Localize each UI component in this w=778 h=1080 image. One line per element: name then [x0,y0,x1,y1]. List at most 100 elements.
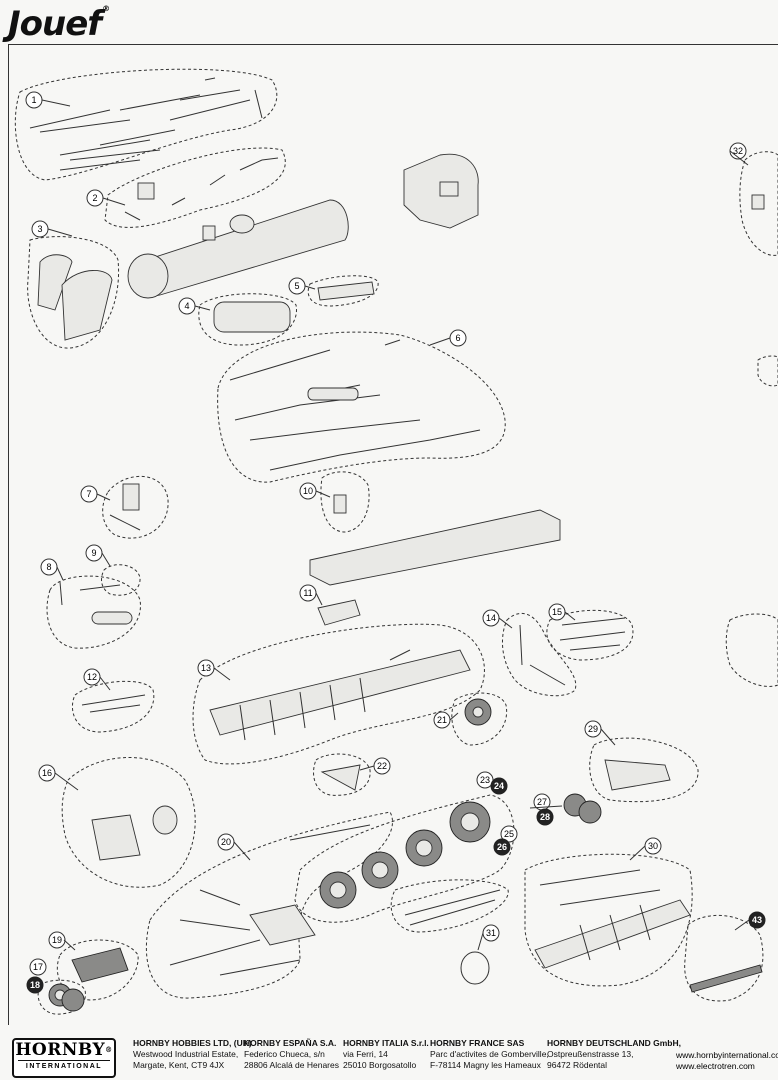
steam-dome [229,214,255,234]
group-8 [46,575,141,649]
group-21 [451,692,508,746]
svg-text:6: 6 [455,333,460,343]
callout-29: 29 [584,720,602,738]
callout-4: 4 [178,297,196,315]
footer: HORNBY® INTERNATIONAL HORNBY HOBBIES LTD… [0,1030,778,1080]
svg-text:17: 17 [33,962,43,972]
callout-11: 11 [299,584,317,602]
svg-text:10: 10 [303,486,313,496]
bogie-19 [71,947,129,983]
callout-12: 12 [83,668,101,686]
part-shapes [29,77,765,1012]
frame-13 [209,649,471,736]
group-right-edge [725,613,778,687]
leader-lines [41,99,750,951]
callout-7: 7 [80,485,98,503]
group-2 [104,147,286,228]
svg-text:27: 27 [537,797,547,807]
motor-block [91,814,141,861]
cylinder-7 [122,483,140,511]
callout-28: 28 [536,808,554,826]
brake-rigging [404,889,501,926]
part-32 [751,194,765,210]
smoke-deflector-right [61,270,113,341]
callouts: 1 2 3 4 5 6 7 8 9 10 11 12 13 14 15 16 1… [25,91,766,994]
website-hornby[interactable]: www.hornbyinternational.com [676,1050,778,1060]
svg-text:30: 30 [648,841,658,851]
svg-text:31: 31 [486,928,496,938]
svg-text:19: 19 [52,935,62,945]
spring [317,281,375,301]
svg-text:12: 12 [87,672,97,682]
pony-truck-29 [604,759,671,791]
wheel-17b [61,988,85,1012]
group-5 [307,275,379,307]
tender-frame-30 [534,899,691,969]
valve-10 [333,494,347,514]
svg-text:22: 22 [377,761,387,771]
website-electrotren[interactable]: www.electrotren.com [676,1061,755,1071]
group-12 [71,680,155,733]
group-29 [589,737,699,803]
bracket-11 [317,599,361,626]
cab-window [439,181,459,197]
svg-text:7: 7 [86,489,91,499]
svg-text:11: 11 [303,588,312,598]
group-brake [390,879,509,933]
group-9 [101,564,141,596]
address-germany: HORNBY DEUTSCHLAND GmbH, Ostpreußenstras… [547,1038,681,1070]
callout-25: 25 [500,825,518,843]
callout-22: 22 [373,757,391,775]
jouef-logo: Jouef® [8,4,110,44]
group-13 [192,623,485,765]
callout-14: 14 [482,609,500,627]
driving-wheel-3-hub [415,839,433,857]
callout-9: 9 [85,544,103,562]
svg-text:13: 13 [201,663,211,673]
group-43 [684,914,764,1002]
callout-24: 24 [490,777,508,795]
rod-14 [519,624,566,686]
svg-text:28: 28 [540,812,550,822]
group-19 [56,939,139,1001]
callout-18: 18 [26,976,44,994]
linkage-20 [169,824,371,976]
handrail-wires [29,77,263,171]
driving-wheel-2-hub [371,861,389,879]
gear-21-inner [472,706,484,718]
svg-text:25: 25 [504,829,514,839]
diagram-frame [8,44,778,1025]
chassis-frame [309,509,561,586]
group-3 [27,236,120,349]
pipework-6 [229,339,481,471]
group-16 [61,757,196,888]
motor-gear [152,805,178,835]
callout-15: 15 [548,603,566,621]
callout-2: 2 [86,189,104,207]
group-22 [313,753,371,796]
smokebox-door [127,253,169,299]
hornby-logo: HORNBY® INTERNATIONAL [12,1038,116,1078]
svg-text:23: 23 [480,775,490,785]
svg-text:15: 15 [552,607,562,617]
svg-text:29: 29 [588,724,598,734]
svg-text:18: 18 [30,980,40,990]
svg-text:24: 24 [494,781,504,791]
pipe-cylinder [307,387,359,401]
callout-5: 5 [288,277,306,295]
svg-text:14: 14 [486,613,496,623]
svg-text:8: 8 [46,562,51,572]
group-14 [502,612,577,697]
svg-text:16: 16 [42,768,52,778]
group-6 [217,331,506,483]
group-right-small [757,355,778,387]
callout-13: 13 [197,659,215,677]
callout-43: 43 [748,911,766,929]
svg-text:32: 32 [733,146,743,156]
callout-30: 30 [644,837,662,855]
chimney [202,225,216,241]
pony-wheel-b [578,800,602,824]
pipe-8 [91,611,133,625]
part-22 [320,764,361,791]
parts-15 [559,617,626,651]
